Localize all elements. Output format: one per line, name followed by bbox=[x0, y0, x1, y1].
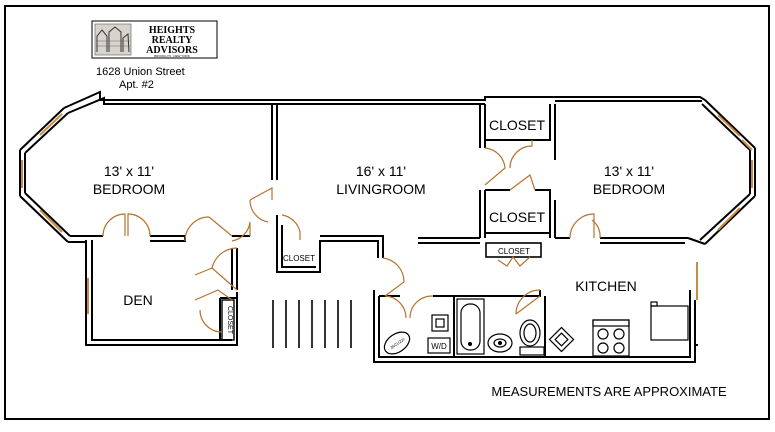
den-label: DEN bbox=[123, 292, 153, 308]
company-logo: HEIGHTS REALTY ADVISORS BROOKLYN · NEW Y… bbox=[91, 20, 218, 59]
refrigerator-fixture bbox=[650, 301, 689, 341]
closet-den-label: CLOSET bbox=[226, 306, 233, 335]
address-street: 1628 Union Street bbox=[96, 66, 185, 78]
kitchen-label: KITCHEN bbox=[575, 278, 636, 294]
room-labels: 13' x 11' BEDROOM 16' x 11' LIVINGROOM 1… bbox=[93, 117, 665, 335]
closet-mid-label: CLOSET bbox=[489, 209, 545, 225]
address-unit: Apt. #2 bbox=[119, 79, 154, 91]
closet-top-label: CLOSET bbox=[489, 117, 545, 133]
washer-dryer bbox=[427, 337, 451, 354]
doors bbox=[102, 140, 601, 333]
fixtures: JACUZZI W/D bbox=[383, 298, 689, 357]
closet-living-label: CLOSET bbox=[283, 254, 315, 263]
stove-fixture bbox=[592, 319, 630, 357]
left-bedroom-size: 13' x 11' bbox=[104, 163, 154, 179]
bathtub-fixture bbox=[456, 298, 485, 355]
logo-line-3: ADVISORS bbox=[146, 45, 198, 56]
jacuzzi-fixture: JACUZZI bbox=[383, 331, 411, 355]
livingroom-size: 16' x 11' bbox=[356, 163, 406, 179]
closet-small-label: CLOSET bbox=[498, 247, 530, 256]
logo-line-1: HEIGHTS bbox=[149, 25, 196, 36]
logo-line-2: REALTY bbox=[152, 35, 194, 46]
left-bedroom-name: BEDROOM bbox=[93, 181, 165, 197]
washer-dryer-label: W/D bbox=[431, 342, 447, 351]
kitchen-sink-fixture bbox=[548, 326, 575, 353]
basin-fixture bbox=[487, 333, 513, 353]
right-bedroom-name: BEDROOM bbox=[593, 181, 665, 197]
right-bedroom-size: 13' x 11' bbox=[604, 163, 654, 179]
sink-fixture bbox=[431, 314, 449, 332]
jacuzzi-label: JACUZZI bbox=[389, 337, 405, 351]
windows bbox=[21, 113, 753, 314]
page-border bbox=[4, 5, 770, 420]
walls bbox=[19, 90, 756, 363]
logo-tagline: BROOKLYN · NEW YORK bbox=[154, 54, 189, 58]
measurements-note: MEASUREMENTS ARE APPROXIMATE bbox=[491, 384, 727, 399]
livingroom-name: LIVINGROOM bbox=[336, 181, 425, 197]
toilet-fixture bbox=[519, 319, 545, 356]
